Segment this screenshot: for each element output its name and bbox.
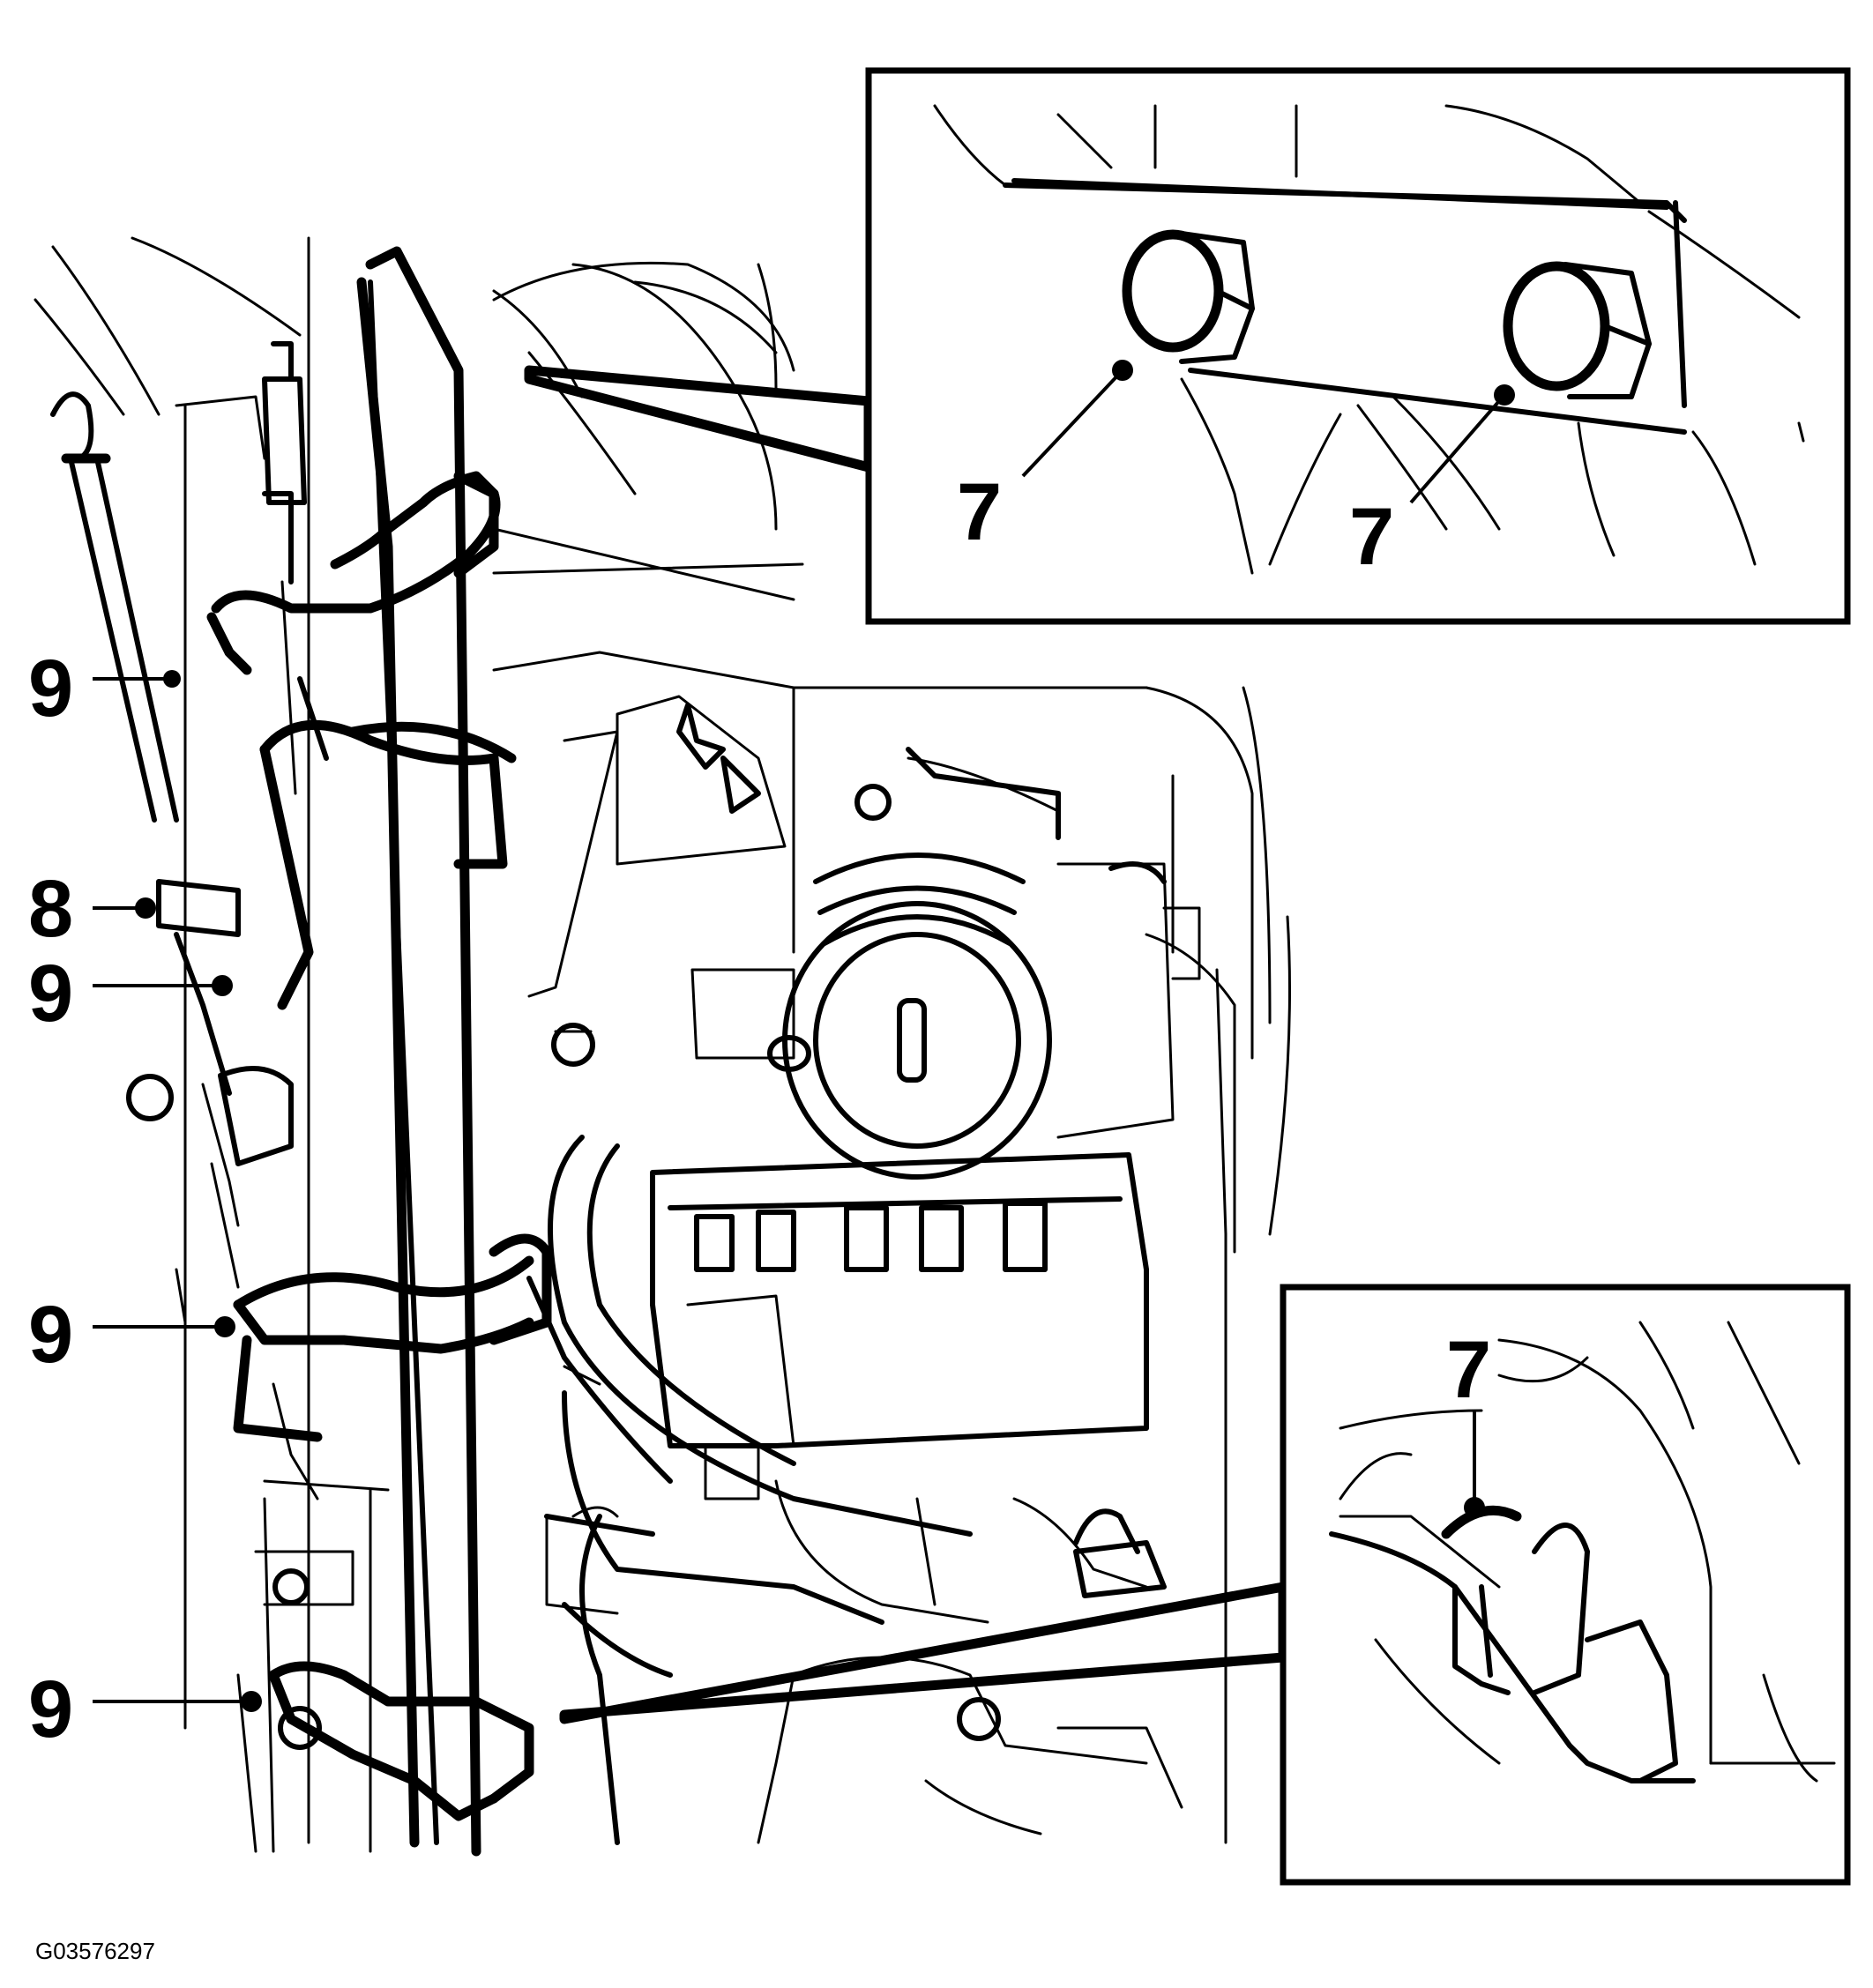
callout-7-inset-lower: 7 [1446, 1325, 1491, 1415]
figure-id: G03576297 [35, 1938, 155, 1964]
callout-9-middle: 9 [28, 949, 73, 1039]
callout-9-lower: 9 [28, 1290, 73, 1380]
callout-9-upper: 9 [28, 644, 73, 733]
callout-7-inset-right: 7 [1349, 492, 1394, 582]
inset-lower-bolt [559, 1284, 1851, 1886]
inset-upper-bolts [524, 67, 1851, 625]
callout-leaders [93, 670, 262, 1712]
engine-line-art [34, 236, 1291, 1857]
callout-8: 8 [28, 864, 73, 954]
bolt-left [1122, 229, 1255, 364]
callout-9-bottom: 9 [28, 1664, 73, 1754]
bolt-right [1503, 261, 1652, 399]
callout-7-inset-left: 7 [957, 467, 1002, 557]
